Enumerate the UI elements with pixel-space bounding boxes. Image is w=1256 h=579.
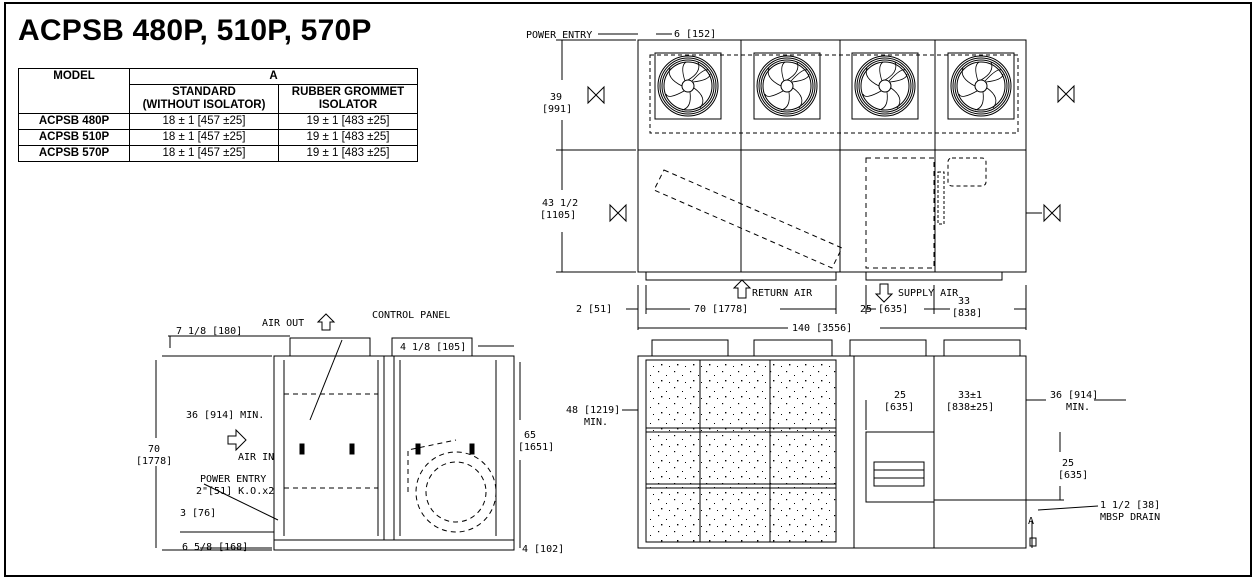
model-cell: ACPSB 510P [18,129,130,146]
dim-label: [635] [884,402,914,413]
power-entry-label: POWER ENTRY [526,30,592,41]
table-row: ACPSB 510P 18 ± 1 [457 ±25] 19 ± 1 [483 … [18,129,418,146]
dim-label: 36 [914] [1050,390,1098,401]
dim-label: 2 [51] [576,304,612,315]
dim-label: 43 1/2 [542,198,578,209]
drain-label: MBSP DRAIN [1100,512,1160,523]
drawing-frame [4,2,1252,577]
rubber-cell: 19 ± 1 [483 ±25] [278,129,418,146]
arrow-icon [732,279,752,299]
top-view [556,33,1075,330]
dim-label: [1105] [540,210,576,221]
dim-label: 4 1/8 [105] [400,342,466,353]
power-entry-label: POWER ENTRY [200,474,266,485]
dim-label: 3 [76] [180,508,216,519]
dimension-table: MODEL A STANDARD(WITHOUT ISOLATOR) RUBBE… [18,68,418,162]
dim-label: [838] [952,308,982,319]
air-in-label: AIR IN [238,452,274,463]
return-air-label: RETURN AIR [752,288,813,299]
header-standard: STANDARD(WITHOUT ISOLATOR) [129,84,279,114]
arrow-icon [874,283,894,303]
arrow-icon [316,313,336,331]
dim-label: [991] [542,104,572,115]
model-cell: ACPSB 480P [18,113,130,130]
dim-label: 6 [152] [674,29,716,40]
supply-air-label: SUPPLY AIR [898,288,959,299]
dim-label: A [1028,516,1034,527]
dim-label: 36 [914] MIN. [186,410,264,421]
dim-label: 48 [1219] [566,405,620,416]
dim-label: 4 [102] [522,544,564,555]
dim-label: [635] [1058,470,1088,481]
front-view [622,339,1126,549]
dim-label: [1778] [136,456,172,467]
dim-label: 33±1 [958,390,982,401]
bowtie-icon [587,86,605,104]
side-view [155,313,521,551]
standard-cell: 18 ± 1 [457 ±25] [129,113,279,130]
fan-icon [947,52,1015,120]
table-row: ACPSB 570P 18 ± 1 [457 ±25] 19 ± 1 [483 … [18,145,418,162]
drain-label: 1 1/2 [38] [1100,500,1160,511]
rubber-cell: 19 ± 1 [483 ±25] [278,145,418,162]
front-view-labels: 48 [1219] MIN. 25 [635] 33±1 [838±25] 36… [566,390,1160,527]
dim-label: 25 [1062,458,1074,469]
control-panel-label: CONTROL PANEL [372,310,450,321]
dim-label: 140 [3556] [792,323,852,334]
dim-label: [1651] [518,442,554,453]
dim-label: 25 [894,390,906,401]
dim-label: [838±25] [946,402,994,413]
dim-label: 7 1/8 [180] [176,326,242,337]
dim-label: 65 [524,430,536,441]
standard-cell: 18 ± 1 [457 ±25] [129,129,279,146]
page-title: ACPSB 480P, 510P, 570P [18,14,372,47]
dim-label: 33 [958,296,970,307]
side-view-labels: AIR OUT CONTROL PANEL 7 1/8 [180] 4 1/8 … [136,310,564,555]
bowtie-icon [1057,85,1075,103]
arrow-icon [227,428,247,452]
dim-label: MIN. [584,417,608,428]
dim-label: 25 [635] [860,304,908,315]
top-view-labels: POWER ENTRY 6 [152] 39 [991] 43 1/2 [110… [526,29,982,334]
power-entry-label: 2"[51] K.O.x2 [196,486,274,497]
dim-label: 39 [550,92,562,103]
fan-icon [851,52,919,120]
table-row: ACPSB 480P 18 ± 1 [457 ±25] 19 ± 1 [483 … [18,113,418,130]
air-out-label: AIR OUT [262,318,304,329]
bowtie-icon [609,204,627,222]
fan-icon [654,52,722,120]
standard-cell: 18 ± 1 [457 ±25] [129,145,279,162]
dim-label: MIN. [1066,402,1090,413]
dim-label: 6 5/8 [168] [182,542,248,553]
model-cell: ACPSB 570P [18,145,130,162]
dim-label: 70 [148,444,160,455]
fan-icon [753,52,821,120]
bowtie-icon [1043,204,1061,222]
dim-label: 70 [1778] [694,304,748,315]
